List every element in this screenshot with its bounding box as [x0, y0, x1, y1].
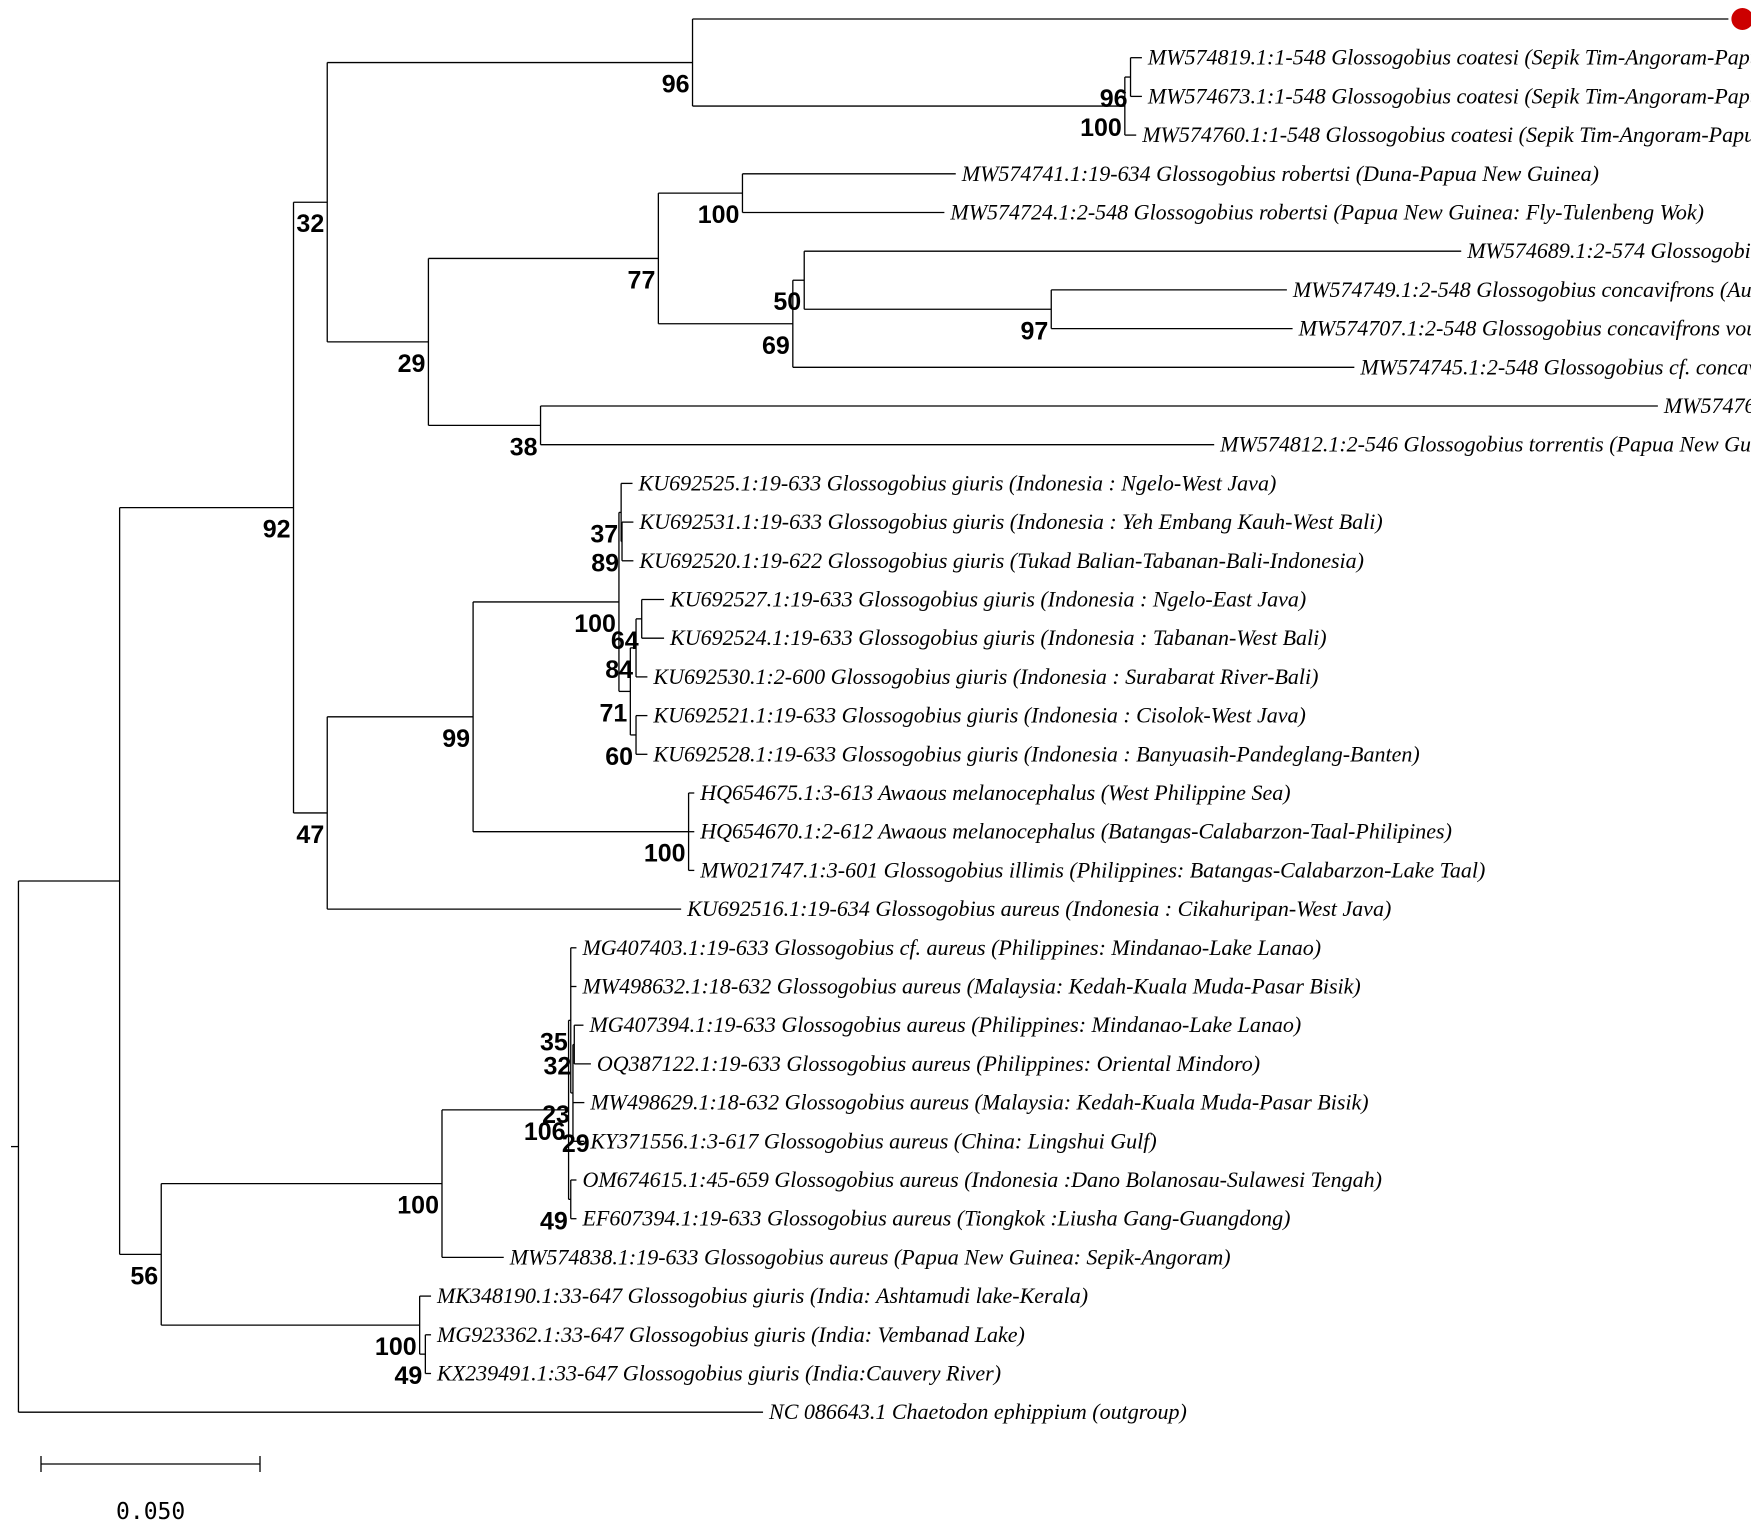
taxon-label: KU692531.1:19-633 Glossogobius giuris (I… — [638, 509, 1382, 534]
bootstrap-value: 47 — [296, 821, 324, 849]
bootstrap-value: 56 — [130, 1262, 158, 1290]
taxon-label: MW574741.1:19-634 Glossogobius robertsi … — [961, 161, 1599, 186]
bootstrap-value: 49 — [540, 1207, 568, 1235]
scale-bar: 0.050 — [40, 1456, 261, 1525]
taxon-label: NC 086643.1 Chaetodon ephippium (outgrou… — [768, 1399, 1187, 1424]
taxon-label: MW574760.1:1-548 Glossogobius coatesi (S… — [1141, 122, 1751, 147]
bootstrap-value: 106 — [524, 1118, 566, 1146]
taxon-label: KU692528.1:19-633 Glossogobius giuris (I… — [652, 741, 1419, 766]
bootstrap-value: 69 — [762, 332, 790, 360]
taxon-label: MW574724.1:2-548 Glossogobius robertsi (… — [949, 200, 1704, 225]
taxon-label: MW574707.1:2-548 Glossogobius concavifro… — [1298, 316, 1751, 341]
highlight-marker-icon — [1731, 8, 1751, 30]
taxon-label: MG407394.1:19-633 Glossogobius aureus (P… — [588, 1012, 1301, 1037]
bootstrap-labels: 9610096100975069773829328937648460711001… — [130, 71, 1127, 1391]
taxon-label: MK348190.1:33-647 Glossogobius giuris (I… — [436, 1283, 1088, 1308]
taxon-label: KY371556.1:3-617 Glossogobius aureus (Ch… — [589, 1128, 1156, 1153]
taxon-label: MW574749.1:2-548 Glossogobius concavifro… — [1292, 277, 1751, 302]
bootstrap-value: 77 — [628, 266, 656, 294]
taxon-label: KU692516.1:19-634 Glossogobius aureus (I… — [686, 896, 1391, 921]
taxon-label: KU692520.1:19-622 Glossogobius giuris (T… — [638, 548, 1364, 573]
taxon-label: MW574689.1:2-574 Glossogobius bellendene… — [1466, 238, 1751, 263]
taxon-label: KU692521.1:19-633 Glossogobius giuris (I… — [652, 703, 1305, 728]
taxon-label: OM674615.1:45-659 Glossogobius aureus (I… — [582, 1167, 1382, 1192]
bootstrap-value: 100 — [644, 840, 686, 868]
bootstrap-value: 99 — [442, 725, 470, 753]
taxon-label: MG923362.1:33-647 Glossogobius giuris (I… — [436, 1322, 1025, 1347]
taxon-label: KU692530.1:2-600 Glossogobius giuris (In… — [652, 664, 1318, 689]
bootstrap-value: 100 — [698, 201, 740, 229]
taxon-label: MW498629.1:18-632 Glossogobius aureus (M… — [589, 1090, 1368, 1115]
bootstrap-value: 38 — [510, 433, 538, 461]
taxon-label: MW021747.1:3-601 Glossogobius illimis (P… — [699, 857, 1485, 882]
taxon-label: MW498632.1:18-632 Glossogobius aureus (M… — [581, 974, 1360, 999]
bootstrap-value: 29 — [398, 350, 426, 378]
bootstrap-value: 23 — [542, 1101, 570, 1129]
tree-branches — [11, 18, 1729, 1413]
taxon-label: MW574838.1:19-633 Glossogobius aureus (P… — [509, 1244, 1231, 1269]
bootstrap-value: 96 — [662, 71, 690, 99]
bootstrap-value: 60 — [605, 743, 633, 771]
taxon-label: EF607394.1:19-633 Glossogobius aureus (T… — [581, 1206, 1290, 1231]
taxon-label: MG407403.1:19-633 Glossogobius cf. aureu… — [581, 935, 1321, 960]
bootstrap-value: 89 — [591, 549, 619, 577]
taxon-label: MW574812.1:2-546 Glossogobius torrentis … — [1219, 432, 1751, 457]
bootstrap-value: 92 — [263, 516, 291, 544]
bootstrap-value: 64 — [611, 627, 639, 655]
bootstrap-value: 32 — [543, 1053, 571, 1081]
bootstrap-value: 84 — [605, 656, 633, 684]
bootstrap-value: 37 — [590, 520, 618, 548]
bootstrap-value: 100 — [397, 1192, 439, 1220]
taxon-label: OQ387122.1:19-633 Glossogobius aureus (P… — [597, 1051, 1260, 1076]
taxon-label: HQ654675.1:3-613 Awaous melanocephalus (… — [699, 780, 1290, 805]
bootstrap-value: 71 — [600, 699, 628, 727]
bootstrap-value: 97 — [1020, 317, 1048, 345]
bootstrap-value: 29 — [562, 1130, 590, 1158]
taxon-label: MW574762.1:1-574 Glossogobius nanus (Aus… — [1663, 393, 1751, 418]
bootstrap-value: 32 — [296, 210, 324, 238]
taxon-label: KU692525.1:19-633 Glossogobius giuris (I… — [638, 470, 1277, 495]
bootstrap-value: 49 — [395, 1362, 423, 1390]
bootstrap-value: 100 — [375, 1333, 417, 1361]
bootstrap-value: 35 — [540, 1028, 568, 1056]
taxon-label: HQ654670.1:2-612 Awaous melanocephalus (… — [699, 819, 1452, 844]
taxon-label: KU692527.1:19-633 Glossogobius giuris (I… — [669, 587, 1306, 612]
taxon-label: MW574819.1:1-548 Glossogobius coatesi (S… — [1147, 45, 1751, 70]
scale-bar-label: 0.050 — [116, 1499, 185, 1525]
bootstrap-value: 100 — [574, 610, 616, 638]
taxon-labels: 4592554 M40 Glossogobius coatesi (Indone… — [436, 8, 1751, 1424]
taxon-label: KU692524.1:19-633 Glossogobius giuris (I… — [669, 625, 1327, 650]
bootstrap-value: 96 — [1100, 85, 1128, 113]
bootstrap-value: 100 — [1080, 114, 1122, 142]
bootstrap-value: 50 — [773, 288, 801, 316]
taxon-label: KX239491.1:33-647 Glossogobius giuris (I… — [436, 1361, 1001, 1386]
taxon-label: MW574673.1:1-548 Glossogobius coatesi (S… — [1147, 83, 1751, 108]
taxon-label: MW574745.1:2-548 Glossogobius cf. concav… — [1359, 354, 1751, 379]
